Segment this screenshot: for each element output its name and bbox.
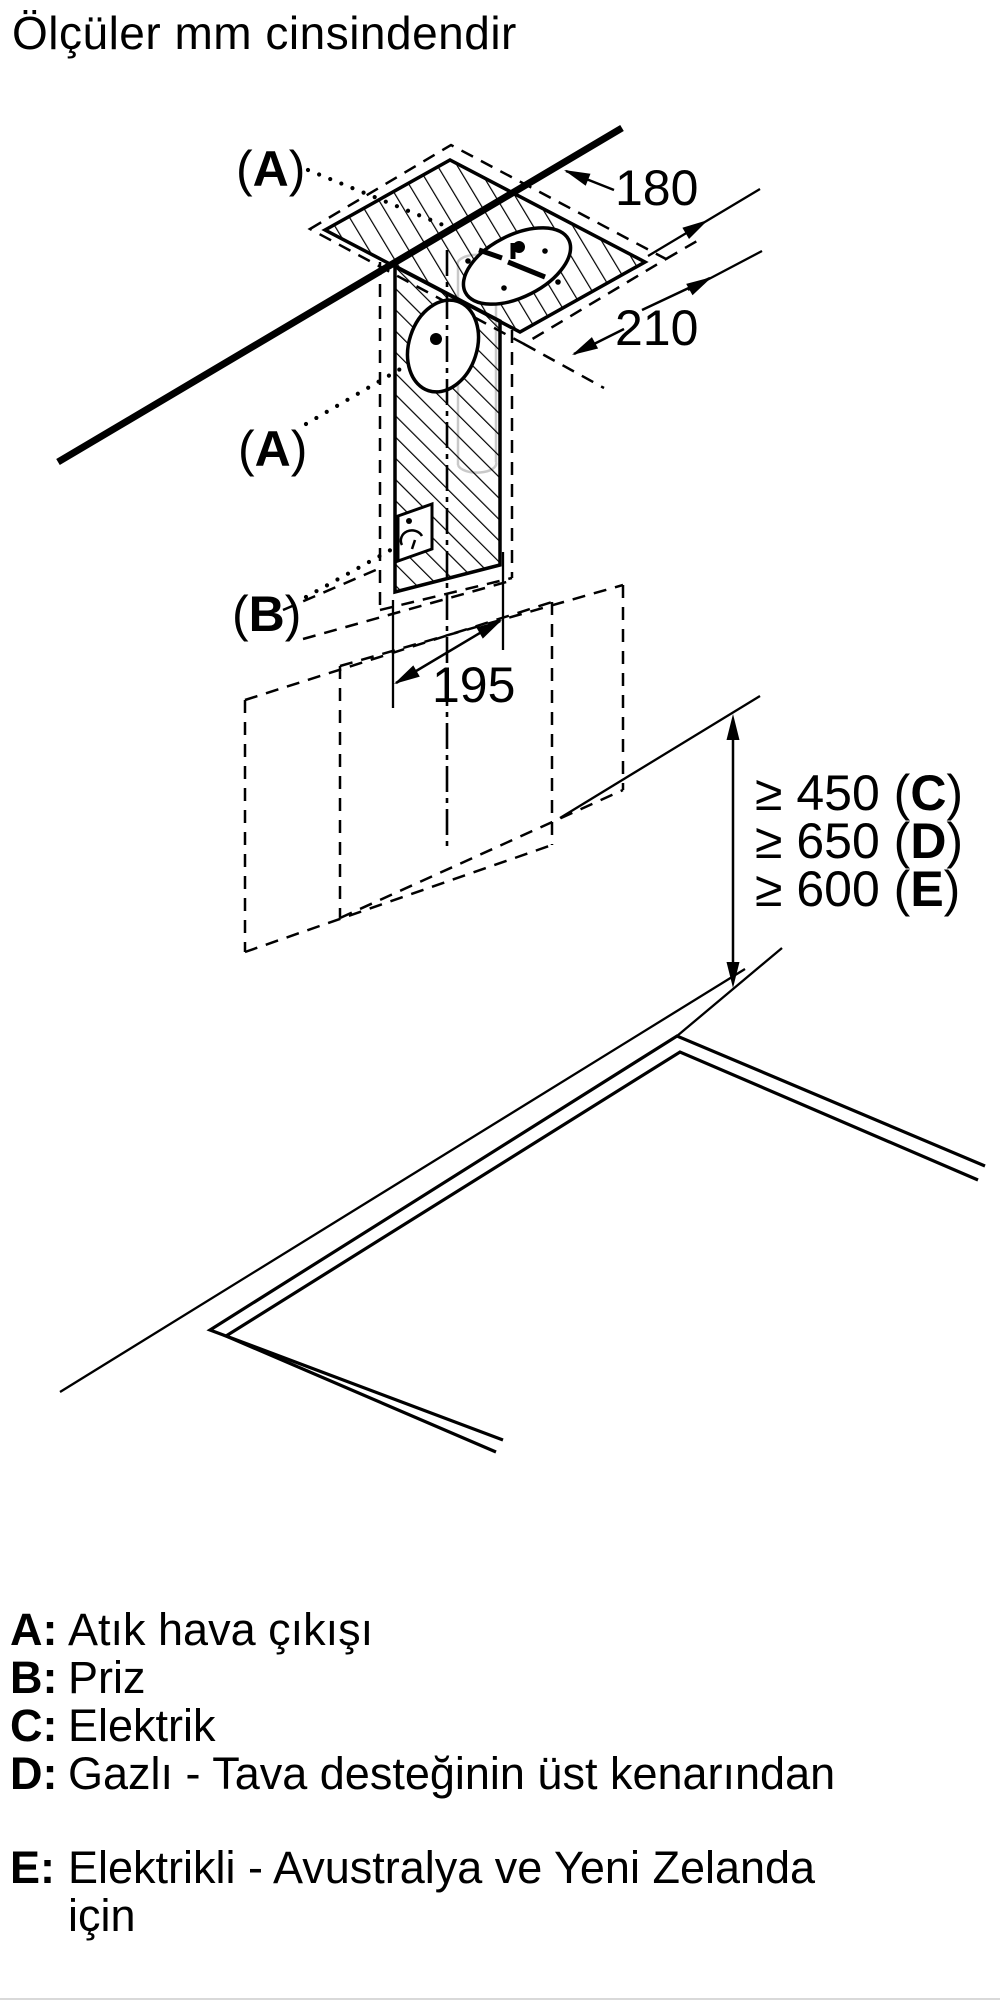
dimension-210: 210	[572, 249, 763, 356]
clearance-e: ≥ 600 (E)	[755, 861, 960, 917]
legend-item-a: A: Atık hava çıkışı	[10, 1604, 374, 1655]
legend-item-e: E: Elektrikli - Avustralya ve Yeni Zelan…	[10, 1842, 816, 1941]
wall-outlet-hole	[405, 298, 481, 394]
legend-item-b: B: Priz	[10, 1652, 146, 1703]
legend-item-d: D: Gazlı - Tava desteğinin üst kenarında…	[10, 1748, 836, 1799]
label-a-ceiling: (A)	[236, 141, 305, 197]
counter-outline	[59, 968, 986, 1454]
label-a-wall: (A)	[238, 421, 307, 477]
legend-item-c: C: Elektrik	[10, 1700, 216, 1751]
dimension-180: 180	[564, 160, 761, 257]
ceiling-line	[56, 124, 624, 466]
clearance-c: ≥ 450 (C)	[755, 765, 963, 821]
clearance-d: ≥ 650 (D)	[755, 813, 963, 869]
page-title: Ölçüler mm cinsindendir	[12, 7, 517, 59]
legend: A: Atık hava çıkışı B: Priz C: Elektrik …	[10, 1606, 835, 1940]
clearance-dimension: ≥ 450 (C) ≥ 650 (D) ≥ 600 (E)	[559, 695, 963, 1037]
dimension-195: 195	[391, 552, 515, 713]
callout-labels: (A) (A) (B)	[232, 141, 451, 642]
svg-text:195: 195	[432, 657, 515, 713]
hood-dashed-outline	[243, 235, 705, 954]
bottom-divider	[0, 1998, 1000, 2000]
socket-icon	[396, 501, 434, 564]
label-b-socket: (B)	[232, 586, 301, 642]
svg-text:180: 180	[615, 160, 698, 216]
svg-text:210: 210	[615, 300, 698, 356]
